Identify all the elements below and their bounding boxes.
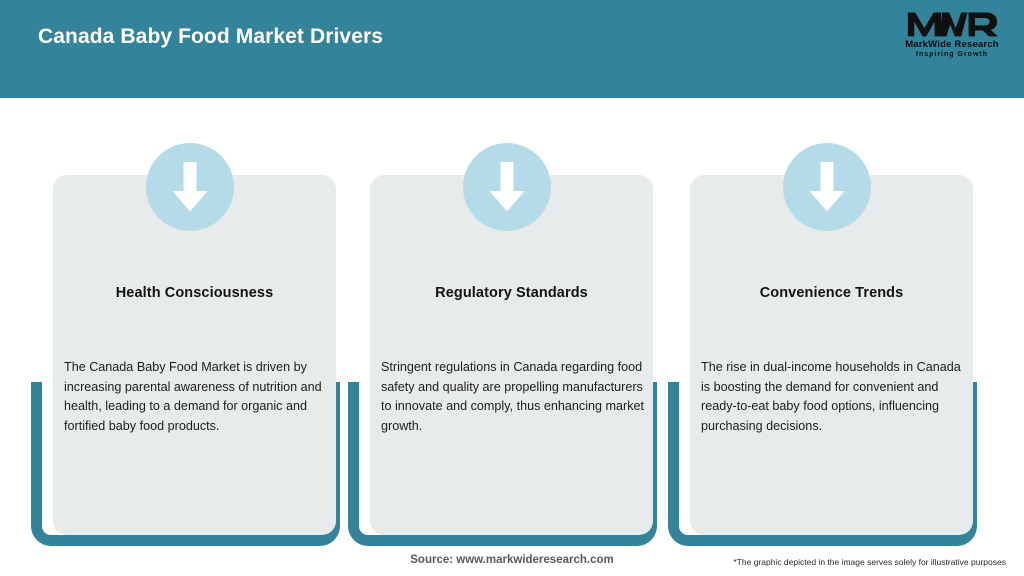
down-arrow-icon	[783, 143, 871, 231]
logo-company-name: MarkWide Research	[905, 39, 999, 50]
card-panel: Health Consciousness The Canada Baby Foo…	[53, 175, 336, 535]
card-title: Health Consciousness	[115, 285, 274, 301]
page-title: Canada Baby Food Market Drivers	[38, 25, 384, 48]
card-panel: Convenience Trends The rise in dual-inco…	[690, 175, 973, 535]
disclaimer-note: *The graphic depicted in the image serve…	[733, 557, 1006, 567]
card-body-text: Stringent regulations in Canada regardin…	[381, 360, 644, 433]
logo-tagline: Inspiring Growth	[916, 51, 988, 58]
down-arrow-icon	[146, 143, 234, 231]
card-panel: Regulatory Standards Stringent regulatio…	[370, 175, 653, 535]
mwr-logo-icon	[907, 12, 998, 37]
brand-logo: MarkWide Research Inspiring Growth	[898, 9, 1006, 65]
source-label: Source: www.markwideresearch.com	[410, 554, 614, 566]
card-title: Regulatory Standards	[435, 285, 588, 301]
down-arrow-icon	[463, 143, 551, 231]
card-body-text: The rise in dual-income households in Ca…	[701, 360, 961, 433]
header-bar	[0, 0, 1024, 98]
card-title: Convenience Trends	[759, 285, 904, 301]
card-body-text: The Canada Baby Food Market is driven by…	[64, 360, 322, 433]
